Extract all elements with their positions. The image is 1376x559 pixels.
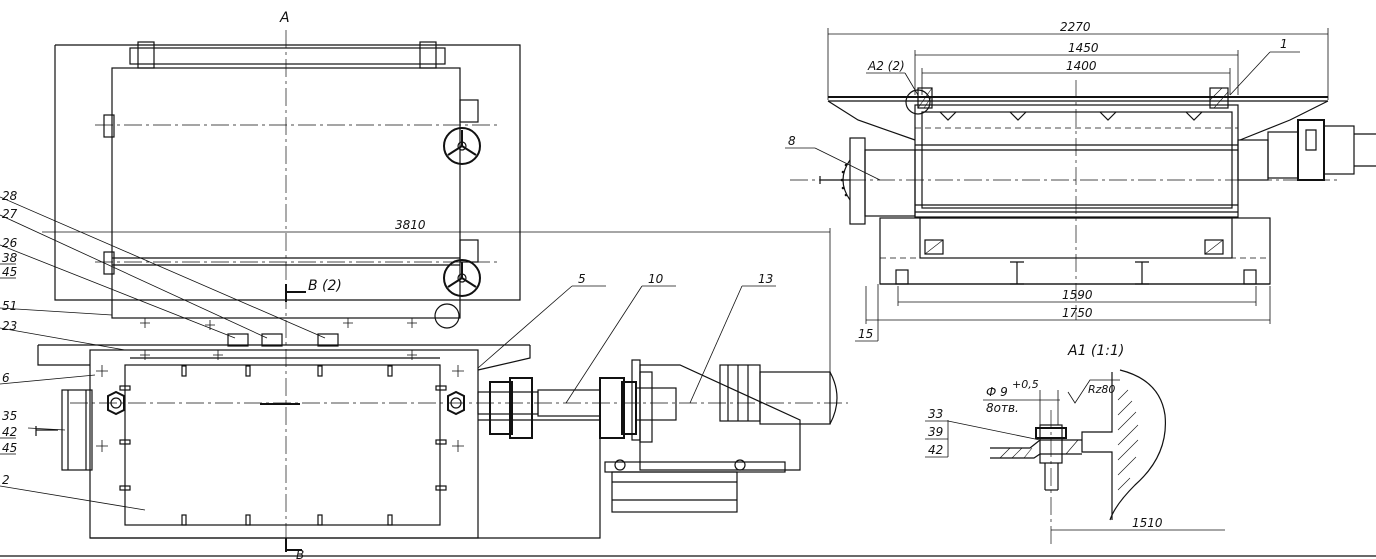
hole-count: 8отв. [986,401,1019,415]
callout-23: 23 [2,319,17,333]
callout-5: 5 [578,272,586,286]
dimension-3810: 3810 [395,218,426,232]
main-view: A [0,10,848,559]
callout-1: 1 [1280,37,1288,51]
callout-42a: 42 [2,425,17,439]
dimension-1450: 1450 [1068,41,1099,55]
view-a-label: A [279,10,290,26]
handwheel-top [443,127,481,165]
hole-spec: Ф 9 [986,385,1008,399]
callout-28: 28 [2,189,18,203]
callout-42b: 42 [928,443,943,457]
callout-13: 13 [758,272,773,286]
callout-35: 35 [2,409,17,423]
callout-8: 8 [788,134,796,148]
callout-51: 51 [2,299,17,313]
hole-tolerance: +0,5 [1012,378,1039,391]
callout-15: 15 [858,327,873,341]
callout-38: 38 [2,251,18,265]
detail-a2-label: A2 (2) [867,59,905,73]
drive-assembly [477,359,838,539]
callout-10: 10 [648,272,664,286]
callout-2: 2 [2,473,10,487]
roughness-mark: Rz80 [1088,383,1115,396]
callout-45a: 45 [2,265,17,279]
section-view: 2270 1450 1400 A2 (2) 1 [785,20,1376,342]
section-b-marker: B [296,548,304,559]
dimension-1400: 1400 [1066,59,1097,73]
callout-6: 6 [2,371,10,385]
dimension-1510: 1510 [1132,516,1163,530]
callout-45b: 45 [2,441,17,455]
callout-39: 39 [928,425,943,439]
handwheel-bottom [443,259,481,297]
dimension-2270: 2270 [1060,20,1091,34]
detail-a1-label: A1 (1:1) [1067,343,1124,359]
dimension-1750: 1750 [1062,306,1093,320]
section-b-label: B (2) [308,278,342,294]
callout-33: 33 [928,407,943,421]
detail-a1: A1 (1:1) Ф 9 +0,5 8отв. Rz80 1510 3 [925,343,1225,545]
callout-26: 26 [2,236,18,250]
dimension-1590: 1590 [1062,288,1093,302]
callout-27: 27 [2,207,18,221]
